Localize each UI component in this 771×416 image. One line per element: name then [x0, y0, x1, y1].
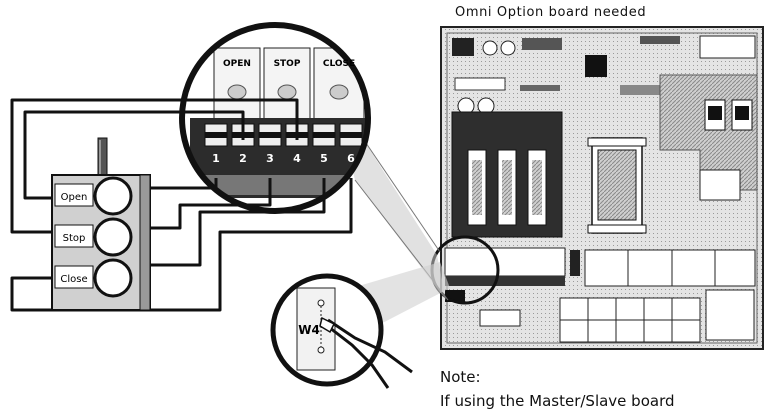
station-label-open: Open [61, 192, 88, 203]
close-button-circle [93, 258, 133, 298]
terminal-number-3: 3 [266, 152, 274, 165]
stop-button-circle [93, 217, 133, 257]
note-heading: Note: [440, 368, 481, 386]
open-button-circle [93, 176, 133, 216]
jumper-magnifier [270, 273, 413, 389]
terminal-magnifier [179, 22, 371, 214]
terminal-number-1: 1 [212, 152, 220, 165]
terminal-label-stop: STOP [274, 59, 301, 69]
terminal-number-5: 5 [320, 152, 328, 165]
terminal-label-close: CLOSE [323, 59, 355, 69]
terminal-number-4: 4 [293, 152, 301, 165]
board-title: Omni Option board needed [455, 5, 647, 20]
station-label-close: Close [60, 274, 87, 285]
station-label-stop: Stop [63, 233, 86, 244]
control-board [440, 26, 764, 350]
note-body: If using the Master/Slave board [440, 392, 675, 410]
terminal-number-6: 6 [347, 152, 355, 165]
terminal-label-open: OPEN [223, 59, 251, 69]
wires [10, 98, 353, 312]
push-button-station [51, 137, 151, 311]
terminal-number-2: 2 [239, 152, 247, 165]
jumper-label: W4 [298, 323, 320, 337]
